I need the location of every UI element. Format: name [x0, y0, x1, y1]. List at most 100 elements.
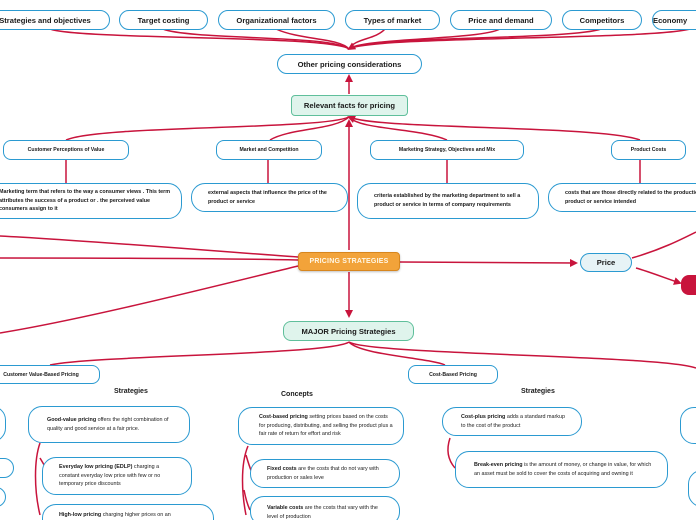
factor-target-costing[interactable]: Target costing	[119, 10, 208, 30]
link-cost-bracket	[241, 445, 249, 516]
customer-perceptions-node[interactable]: Customer Perceptions of Value	[3, 140, 129, 160]
factor-strategies-objectives[interactable]: Strategies and objectives	[0, 10, 110, 30]
link-market-competition	[269, 116, 350, 141]
link-central-left-1	[0, 235, 299, 258]
product-costs-label: Product Costs	[630, 147, 667, 153]
link-price-up	[631, 231, 696, 259]
break-even-text: Break-even pricing is the amount of mone…	[474, 461, 657, 478]
factor-economy[interactable]: Economy	[652, 10, 696, 30]
factor-label: Economy	[653, 15, 688, 25]
factor-label: Competitors	[579, 15, 625, 25]
edlp-node[interactable]: Everyday low pricing (EDLP) charging a c…	[42, 457, 192, 495]
edlp-term: Everyday low pricing (EDLP)	[59, 464, 133, 471]
collapsed-branch-node[interactable]	[681, 275, 696, 295]
high-low-text: High-low pricing charging higher prices …	[59, 511, 171, 520]
good-value-desc: offers the right combination of quality …	[47, 416, 169, 432]
product-costs-node[interactable]: Product Costs	[611, 140, 686, 160]
high-low-term: High-low pricing	[59, 512, 102, 518]
link-customer-perceptions	[65, 116, 350, 141]
cost-strategies-heading: Strategies	[521, 388, 555, 395]
market-competition-desc-text: external aspects that influence the pric…	[208, 189, 327, 205]
factor-label: Types of market	[363, 15, 422, 25]
customer-perceptions-desc: Marketing term that refers to the way a …	[0, 183, 182, 219]
marketing-strategy-desc-text: criteria established by the marketing de…	[374, 193, 521, 208]
fixed-costs-desc: are the costs that do not vary with prod…	[267, 465, 379, 481]
variable-costs-node[interactable]: Variable costs are the costs that vary w…	[250, 496, 400, 520]
relevant-facts-node[interactable]: Relevant facts for pricing	[291, 95, 408, 116]
factor-label: Strategies and objectives	[0, 15, 91, 25]
factor-label: Organizational factors	[236, 15, 317, 25]
cost-based-label: Cost-Based Pricing	[429, 371, 477, 378]
market-competition-label: Market and Competition	[239, 147, 299, 153]
major-pricing-strategies-node[interactable]: MAJOR Pricing Strategies	[283, 321, 414, 341]
right-partial-node-1[interactable]	[680, 407, 696, 444]
break-even-pricing-node[interactable]: Break-even pricing is the amount of mone…	[455, 451, 668, 488]
cost-based-pricing-node[interactable]: Cost-Based Pricing	[408, 365, 498, 384]
variable-costs-desc: are the costs that vary with the level o…	[267, 505, 378, 520]
cost-concepts-heading: Concepts	[281, 391, 313, 398]
central-label: PRICING STRATEGIES	[309, 258, 389, 265]
high-low-pricing-node[interactable]: High-low pricing charging higher prices …	[42, 504, 214, 520]
variable-costs-term: Variable costs	[267, 505, 304, 511]
good-value-pricing-node[interactable]: Good-value pricing offers the right comb…	[28, 406, 190, 443]
link-central-left-2	[0, 257, 299, 261]
pricing-strategies-central-node[interactable]: PRICING STRATEGIES	[298, 252, 400, 271]
cvb-left-partial-node-2[interactable]	[0, 458, 14, 478]
market-competition-desc: external aspects that influence the pric…	[191, 183, 348, 212]
fixed-costs-text: Fixed costs are the costs that do not va…	[267, 465, 383, 482]
factor-competitors[interactable]: Competitors	[562, 10, 642, 30]
major-label: MAJOR Pricing Strategies	[301, 326, 396, 336]
price-label: Price	[596, 258, 616, 267]
good-value-text: Good-value pricing offers the right comb…	[47, 416, 173, 433]
edlp-text: Everyday low pricing (EDLP) charging a c…	[59, 463, 175, 489]
link-cost-strat-bracket	[447, 437, 456, 469]
cost-plus-text: Cost-plus pricing adds a standard markup…	[461, 413, 565, 430]
cost-based-def-desc: setting prices based on the costs for pr…	[259, 414, 393, 438]
link-major-to-cost	[348, 341, 446, 366]
price-node[interactable]: Price	[580, 253, 632, 272]
marketing-strategy-node[interactable]: Marketing Strategy, Objectives and Mix	[370, 140, 524, 160]
link-strategies-objectives	[49, 28, 350, 50]
other-pricing-label: Other pricing considerations	[297, 59, 402, 69]
link-central-to-price	[399, 258, 578, 267]
cost-based-def-text: Cost-based pricing setting prices based …	[259, 413, 395, 439]
cvb-label: Customer Value-Based Pricing	[3, 371, 79, 378]
customer-perceptions-desc-text: Marketing term that refers to the way a …	[0, 189, 171, 213]
customer-perceptions-label: Customer Perceptions of Value	[27, 147, 105, 153]
fixed-costs-node[interactable]: Fixed costs are the costs that do not va…	[250, 459, 400, 488]
link-major-to-cvb	[49, 341, 350, 366]
cost-based-def-term: Cost-based pricing	[259, 414, 308, 421]
edlp-desc: charging a constant everyday low price w…	[59, 464, 161, 488]
break-even-desc: is the amount of money, or change in val…	[474, 461, 652, 477]
link-price-to-red	[635, 267, 682, 285]
fixed-costs-term: Fixed costs	[267, 465, 297, 472]
factor-label: Price and demand	[468, 15, 534, 25]
product-costs-desc-text: costs that are those directly related to…	[565, 189, 696, 205]
link-organizational-factors	[275, 28, 350, 50]
relevant-facts-label: Relevant facts for pricing	[303, 101, 396, 110]
cvb-strategies-heading: Strategies	[114, 388, 148, 395]
link-cost-bracket-var	[243, 489, 251, 511]
factor-types-of-market[interactable]: Types of market	[345, 10, 440, 30]
factor-price-and-demand[interactable]: Price and demand	[450, 10, 552, 30]
market-competition-node[interactable]: Market and Competition	[216, 140, 322, 160]
cost-plus-pricing-node[interactable]: Cost-plus pricing adds a standard markup…	[442, 407, 582, 436]
link-cvb-bracket	[34, 442, 41, 516]
link-target-costing	[162, 28, 350, 50]
link-product-costs	[347, 115, 641, 141]
high-low-desc: charging higher prices on an	[101, 512, 171, 518]
link-central-left-3	[0, 265, 299, 334]
cost-plus-desc: adds a standard markup to the cost of th…	[461, 413, 565, 429]
factor-label: Target costing	[137, 15, 190, 25]
cost-based-definition-node[interactable]: Cost-based pricing setting prices based …	[238, 407, 404, 445]
cost-plus-term: Cost-plus pricing	[461, 413, 506, 420]
variable-costs-text: Variable costs are the costs that vary w…	[267, 504, 383, 520]
marketing-strategy-desc: criteria established by the marketing de…	[357, 183, 539, 219]
other-pricing-considerations-node[interactable]: Other pricing considerations	[277, 54, 422, 74]
break-even-term: Break-even pricing	[474, 461, 523, 468]
customer-value-based-node[interactable]: Customer Value-Based Pricing	[0, 365, 100, 384]
factor-organizational-factors[interactable]: Organizational factors	[218, 10, 335, 30]
product-costs-desc: costs that are those directly related to…	[548, 183, 696, 212]
